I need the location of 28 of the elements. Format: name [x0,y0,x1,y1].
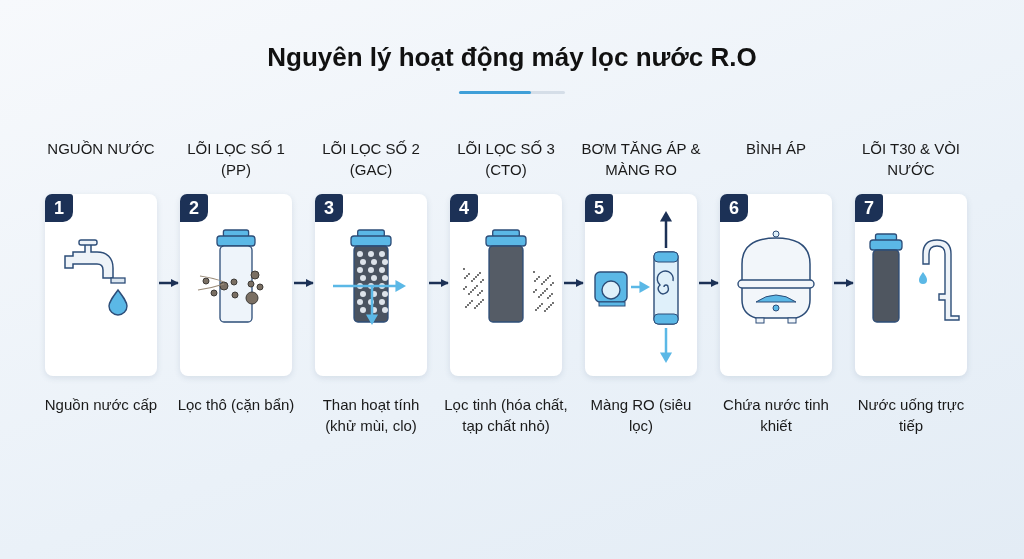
step-number: 2 [180,194,208,222]
step-heading: BÌNH ÁP [745,139,807,159]
arrow [564,279,584,287]
arrow [159,279,179,287]
step-number: 6 [720,194,748,222]
step-heading: NGUỒN NƯỚC [46,139,156,159]
step-heading: LÕI LỌC SỐ 1 (PP) [186,139,286,180]
title: Nguyên lý hoạt động máy lọc nước R.O [266,42,758,73]
step-description: Nước uống trực tiếp [856,395,966,436]
step-description: Chứa nước tinh khiết [722,395,830,436]
step-description: Màng RO (siêu lọc) [589,395,693,436]
step-number: 4 [450,194,478,222]
step-number: 5 [585,194,613,222]
arrow [834,279,854,287]
step-description: Than hoạt tính (khử mùi, clo) [321,395,421,436]
arrow [699,279,719,287]
step-number: 3 [315,194,343,222]
arrow [429,279,449,287]
step-description: Lọc thô (cặn bẩn) [176,395,296,415]
step-description: Lọc tinh (hóa chất, tạp chất nhỏ) [443,395,569,436]
step-heading: LÕI T30 & VÒI NƯỚC [860,139,962,180]
step-heading: LÕI LỌC SỐ 2 (GAC) [321,139,421,180]
step-heading: BƠM TĂNG ÁP & MÀNG RO [580,139,702,180]
step-number: 7 [855,194,883,222]
step-number: 1 [45,194,73,222]
arrow [294,279,314,287]
step-heading: LÕI LỌC SỐ 3 (CTO) [456,139,556,180]
step-description: Nguồn nước cấp [43,395,159,415]
